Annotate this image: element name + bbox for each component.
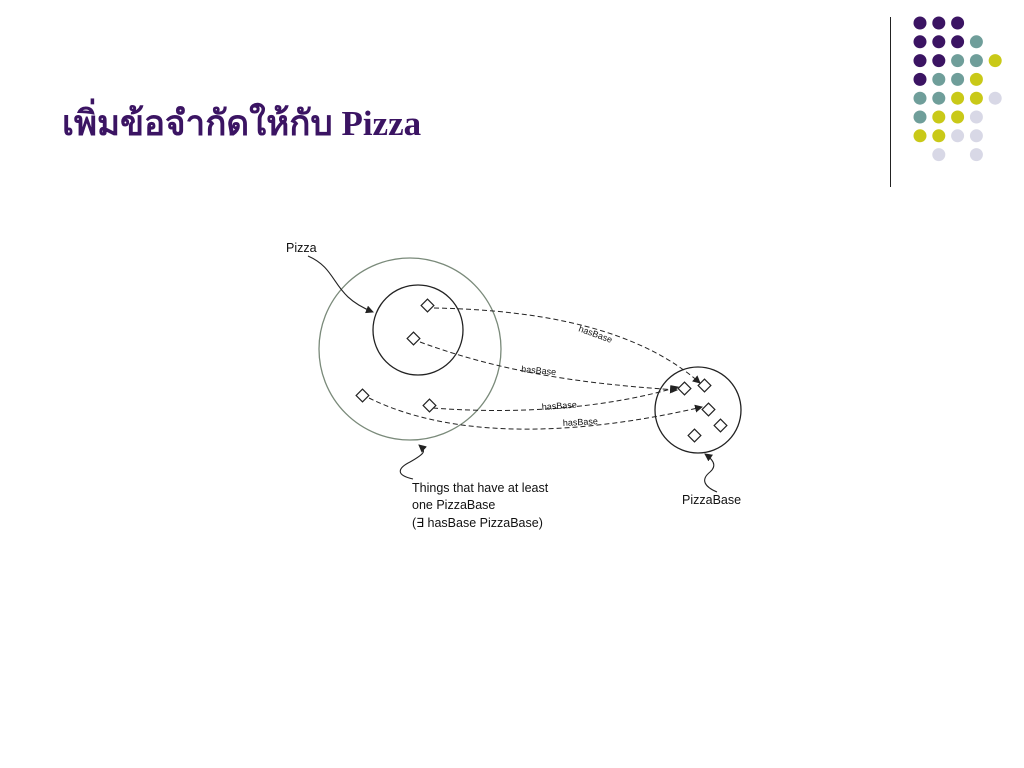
- pizza-individual-1: [420, 298, 435, 313]
- decorative-dot: [932, 110, 946, 124]
- decorative-dot: [913, 72, 927, 86]
- restriction-label-line-2: one PizzaBase: [412, 498, 495, 512]
- pizza-restriction-diagram: hasBase hasBase hasBase hasBase Pizza Th…: [286, 241, 742, 530]
- restriction-class-circle: [318, 257, 502, 441]
- decorative-dot-grid: [913, 16, 1002, 162]
- decorative-dot: [913, 35, 927, 49]
- decorative-dot: [969, 148, 983, 162]
- pizzabase-class-label: PizzaBase: [682, 493, 741, 507]
- pizzabase-label-arrow: [704, 453, 718, 493]
- base-individual-4: [713, 418, 728, 433]
- base-individual-1: [677, 381, 692, 396]
- decorative-dot: [969, 91, 983, 105]
- decorative-dot: [951, 110, 965, 124]
- decorative-dot: [988, 91, 1002, 105]
- pizza-class-label: Pizza: [286, 241, 317, 255]
- decorative-dot: [969, 129, 983, 143]
- decorative-dot: [932, 129, 946, 143]
- decorative-dot: [932, 91, 946, 105]
- restriction-individual-2: [422, 398, 437, 413]
- decorative-dot: [913, 129, 927, 143]
- decorative-dot: [932, 148, 946, 162]
- decorative-dot: [951, 35, 965, 49]
- decorative-dot: [913, 110, 927, 124]
- pizza-label-arrow: [307, 255, 374, 314]
- decorative-dot: [988, 54, 1002, 68]
- restriction-label-line-3: (∃ hasBase PizzaBase): [412, 516, 543, 530]
- decorative-dot: [951, 16, 965, 30]
- decorative-dot: [969, 110, 983, 124]
- decorative-dot: [913, 91, 927, 105]
- hasbase-label-1: hasBase: [577, 323, 613, 344]
- decorative-dot: [932, 72, 946, 86]
- decorative-dot: [932, 54, 946, 68]
- decorative-dot: [932, 16, 946, 30]
- hasbase-label-3: hasBase: [541, 400, 577, 412]
- decorative-dot: [932, 35, 946, 49]
- base-individual-2: [697, 378, 712, 393]
- restriction-individual-1: [355, 388, 370, 403]
- restriction-label-arrow: [399, 444, 427, 480]
- decorative-dot: [969, 35, 983, 49]
- decorative-dot: [951, 129, 965, 143]
- hasbase-edge-2: [419, 341, 678, 394]
- decorative-dot: [951, 54, 965, 68]
- base-individual-3: [701, 402, 716, 417]
- pizza-class-circle: [372, 284, 464, 376]
- base-individual-5: [687, 428, 702, 443]
- decorative-dot: [969, 72, 983, 86]
- hasbase-edge-1: [433, 307, 701, 384]
- title-divider-line: [890, 17, 891, 187]
- decorative-dot: [913, 54, 927, 68]
- slide-title: เพิ่มข้อจำกัดให้กับ Pizza: [62, 104, 422, 143]
- decorative-dot: [969, 54, 983, 68]
- pizza-individual-2: [406, 331, 421, 346]
- hasbase-label-2: hasBase: [521, 364, 557, 377]
- decorative-dot: [951, 72, 965, 86]
- restriction-label-line-1: Things that have at least: [412, 481, 549, 495]
- hasbase-label-4: hasBase: [563, 416, 599, 428]
- decorative-dot: [913, 16, 927, 30]
- hasbase-edge-4: [368, 397, 703, 430]
- pizzabase-class-circle: [654, 366, 742, 454]
- decorative-dot: [951, 91, 965, 105]
- hasbase-edge-3: [432, 385, 679, 411]
